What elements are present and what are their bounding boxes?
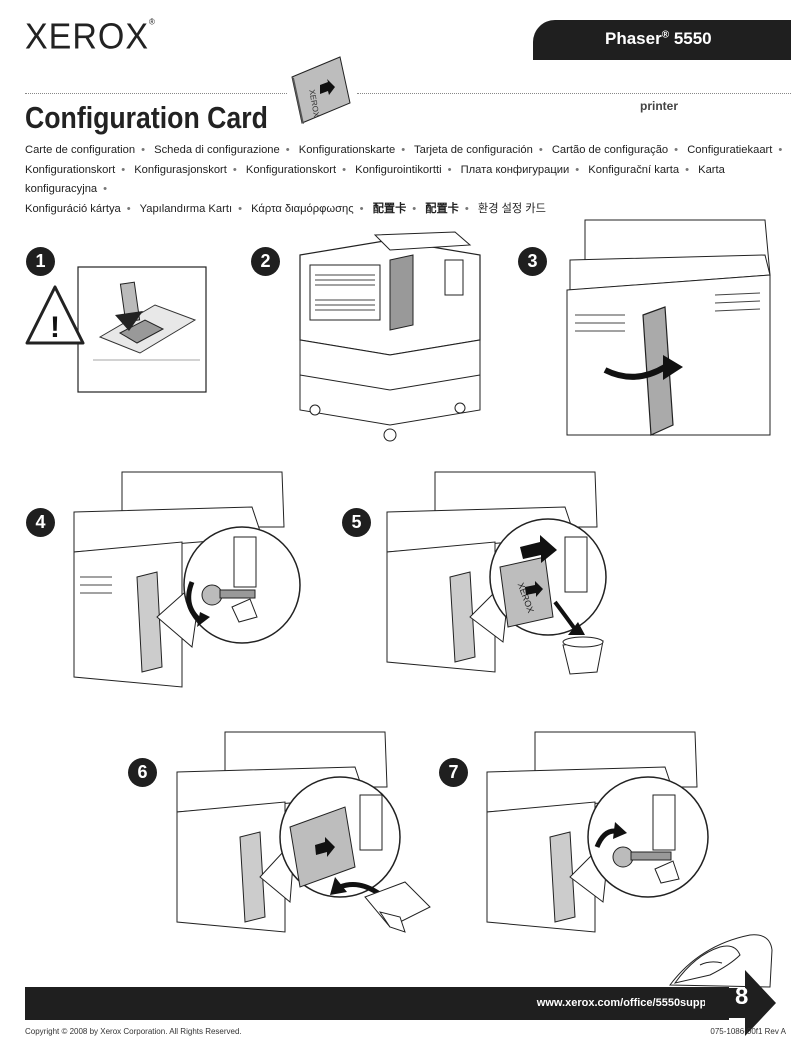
step-6-insert-card-illustration	[176, 731, 431, 933]
step-7-badge: 7	[439, 758, 468, 787]
step-3-badge: 3	[518, 247, 547, 276]
translation-item: Konfigurointikortti	[355, 163, 442, 176]
footer-bar: www.xerox.com/office/5550support	[25, 987, 729, 1020]
step-2-badge: 2	[251, 247, 280, 276]
translation-item: Konfigurationskort	[245, 163, 337, 176]
title-translations: Carte de configuration• Scheda di config…	[25, 144, 783, 215]
product-model: 5550	[673, 29, 712, 48]
step-3-open-side-door-illustration	[566, 219, 771, 436]
translation-item: Scheda di configurazione	[154, 144, 280, 156]
translation-item: Cartão de configuração	[551, 144, 669, 156]
header-rule-left	[25, 93, 287, 94]
translation-item: Tarjeta de configuración	[414, 144, 533, 156]
configuration-card-icon: XEROX	[291, 56, 351, 124]
product-tab: Phaser® 5550	[533, 20, 791, 60]
product-name: Phaser	[605, 29, 662, 48]
step-1-power-off-illustration: !	[25, 266, 207, 393]
step-5-badge: 5	[342, 508, 371, 537]
translation-item: Karta konfiguracyjna	[25, 163, 725, 196]
step-5-remove-card-illustration: XEROX	[386, 471, 607, 675]
step-2-printer-illustration	[299, 231, 481, 442]
translation-item: Konfigurationskort	[25, 163, 116, 176]
document-number: 075-1086-00f1 Rev A	[710, 1027, 786, 1036]
step-4-badge: 4	[26, 508, 55, 537]
step-4-remove-screw-illustration	[73, 471, 301, 688]
translation-item: 配置卡	[425, 202, 459, 215]
translation-item: 환경 설정 카드	[477, 202, 546, 215]
product-mark: ®	[661, 29, 670, 41]
next-page-arrow-icon[interactable]	[700, 968, 778, 1038]
brand-mark: ®	[149, 17, 156, 27]
translation-item: Konfiguráció kártya	[25, 202, 121, 215]
brand-name: XEROX	[25, 17, 150, 57]
step-7-replace-screw-illustration	[486, 731, 709, 933]
step-1-badge: 1	[26, 247, 55, 276]
translation-item: 配置卡	[372, 202, 407, 215]
product-type: printer	[640, 99, 679, 113]
copyright-notice: Copyright © 2008 by Xerox Corporation. A…	[25, 1027, 242, 1036]
translation-item: Carte de configuration	[25, 144, 136, 156]
step-6-badge: 6	[128, 758, 157, 787]
support-url[interactable]: www.xerox.com/office/5550support	[536, 997, 721, 1009]
translation-item: Konfigurační karta	[588, 163, 680, 176]
header-rule	[357, 93, 791, 94]
translation-item: Yapılandırma Kartı	[139, 202, 233, 215]
translation-item: Konfigurasjonskort	[134, 163, 227, 176]
warning-mark: !	[50, 311, 60, 344]
page-title: Configuration Card	[25, 100, 268, 135]
translation-item: Konfigurationskarte	[298, 144, 396, 156]
translation-item: Κάρτα διαμόρφωσης	[251, 202, 354, 215]
xerox-logo: XEROX®	[25, 17, 156, 58]
translation-item: Плата конфигурации	[460, 163, 570, 176]
next-step-number: 8	[735, 983, 749, 1010]
translation-item: Configuratiekaart	[687, 144, 773, 156]
